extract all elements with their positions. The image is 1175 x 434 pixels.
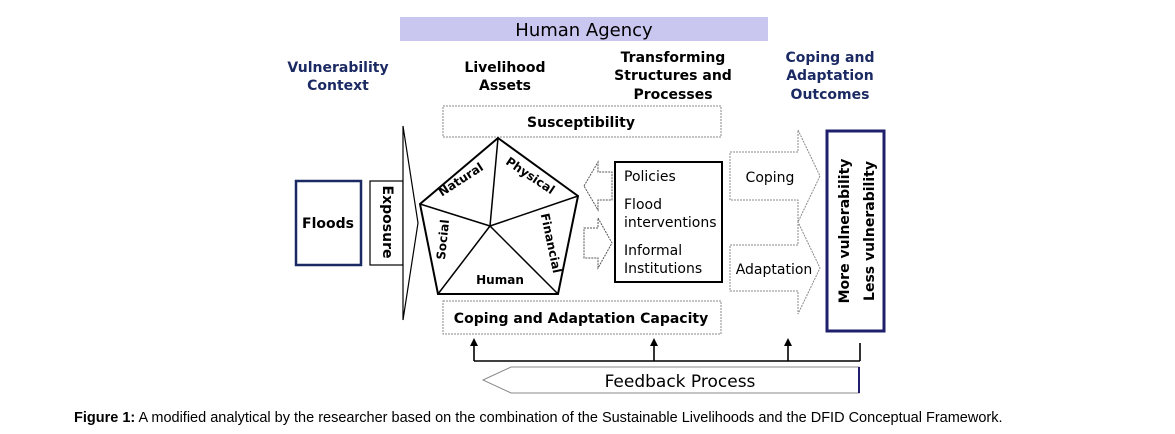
feedback-label: Feedback Process: [605, 372, 756, 392]
header-structures-line3: Processes: [633, 87, 712, 103]
structures-informal-line2: Institutions: [624, 261, 702, 277]
header-outcomes-line2: Adaptation: [786, 68, 874, 84]
human-agency-banner: Human Agency: [400, 17, 768, 41]
header-livelihood-line1: Livelihood: [464, 60, 545, 76]
header-outcomes-line1: Coping and: [785, 50, 874, 66]
pentagon-spoke-right: [489, 195, 579, 227]
feedback-arrowhead-3: [784, 338, 792, 346]
figure-caption: Figure 1: A modified analytical by the r…: [74, 410, 1003, 426]
coping-arrow: [729, 129, 821, 223]
exposure-arrow: [402, 125, 419, 321]
capacity-box: [442, 300, 722, 335]
more-vulnerability-label: More vulnerability: [837, 159, 853, 304]
floods-box: [294, 179, 363, 267]
structures-informal-line1: Informal: [624, 243, 682, 259]
caption-text: A modified analytical by the researcher …: [135, 410, 1003, 426]
structures-box: [614, 161, 723, 283]
adaptation-arrow: [729, 221, 821, 315]
exposure-box: [369, 180, 404, 266]
asset-human: Human: [476, 273, 524, 287]
structures-flood-line2: interventions: [624, 215, 717, 231]
exposure-label: Exposure: [379, 186, 395, 259]
coping-label: Coping: [746, 170, 795, 186]
less-vulnerability-label: Less vulnerability: [862, 161, 878, 301]
feedback-connectors: [473, 343, 861, 362]
feedback-arrowheads: [470, 338, 792, 346]
human-agency-label: Human Agency: [515, 20, 653, 41]
adaptation-label: Adaptation: [736, 262, 813, 278]
column-headers: Vulnerability Context Livelihood Assets …: [287, 50, 874, 103]
feedback-arrowhead-1: [470, 338, 478, 346]
pentagon-spoke-top: [489, 137, 499, 227]
asset-social: Social: [434, 219, 452, 261]
header-structures-line1: Transforming: [621, 50, 726, 66]
header-structures-line2: Structures and: [614, 68, 732, 84]
header-vulnerability-line1: Vulnerability: [287, 60, 388, 76]
capacity-label: Coping and Adaptation Capacity: [454, 311, 708, 327]
arrow-assets-to-structures: [583, 216, 613, 270]
caption-label: Figure 1:: [74, 410, 136, 426]
pentagon-outline: [418, 136, 580, 295]
structures-flood-line1: Flood: [624, 197, 662, 213]
susceptibility-box: [442, 105, 722, 138]
header-vulnerability-line2: Context: [307, 78, 369, 94]
arrow-structures-to-assets: [583, 160, 613, 212]
susceptibility-label: Susceptibility: [527, 115, 635, 131]
pentagon-spoke-bottom-left: [437, 225, 491, 295]
feedback-arrowhead-2: [650, 338, 658, 346]
asset-pentagon: Natural Physical Financial Social Human: [418, 136, 580, 295]
header-livelihood-line2: Assets: [479, 78, 531, 94]
outcomes-box: [825, 129, 886, 333]
human-agency-bar: [400, 17, 768, 41]
pentagon-spoke-bottom-right: [489, 225, 559, 295]
floods-label: Floods: [302, 216, 354, 232]
pentagon-spoke-left: [419, 203, 491, 227]
header-outcomes-line3: Outcomes: [791, 87, 870, 103]
structures-policies: Policies: [624, 169, 676, 185]
